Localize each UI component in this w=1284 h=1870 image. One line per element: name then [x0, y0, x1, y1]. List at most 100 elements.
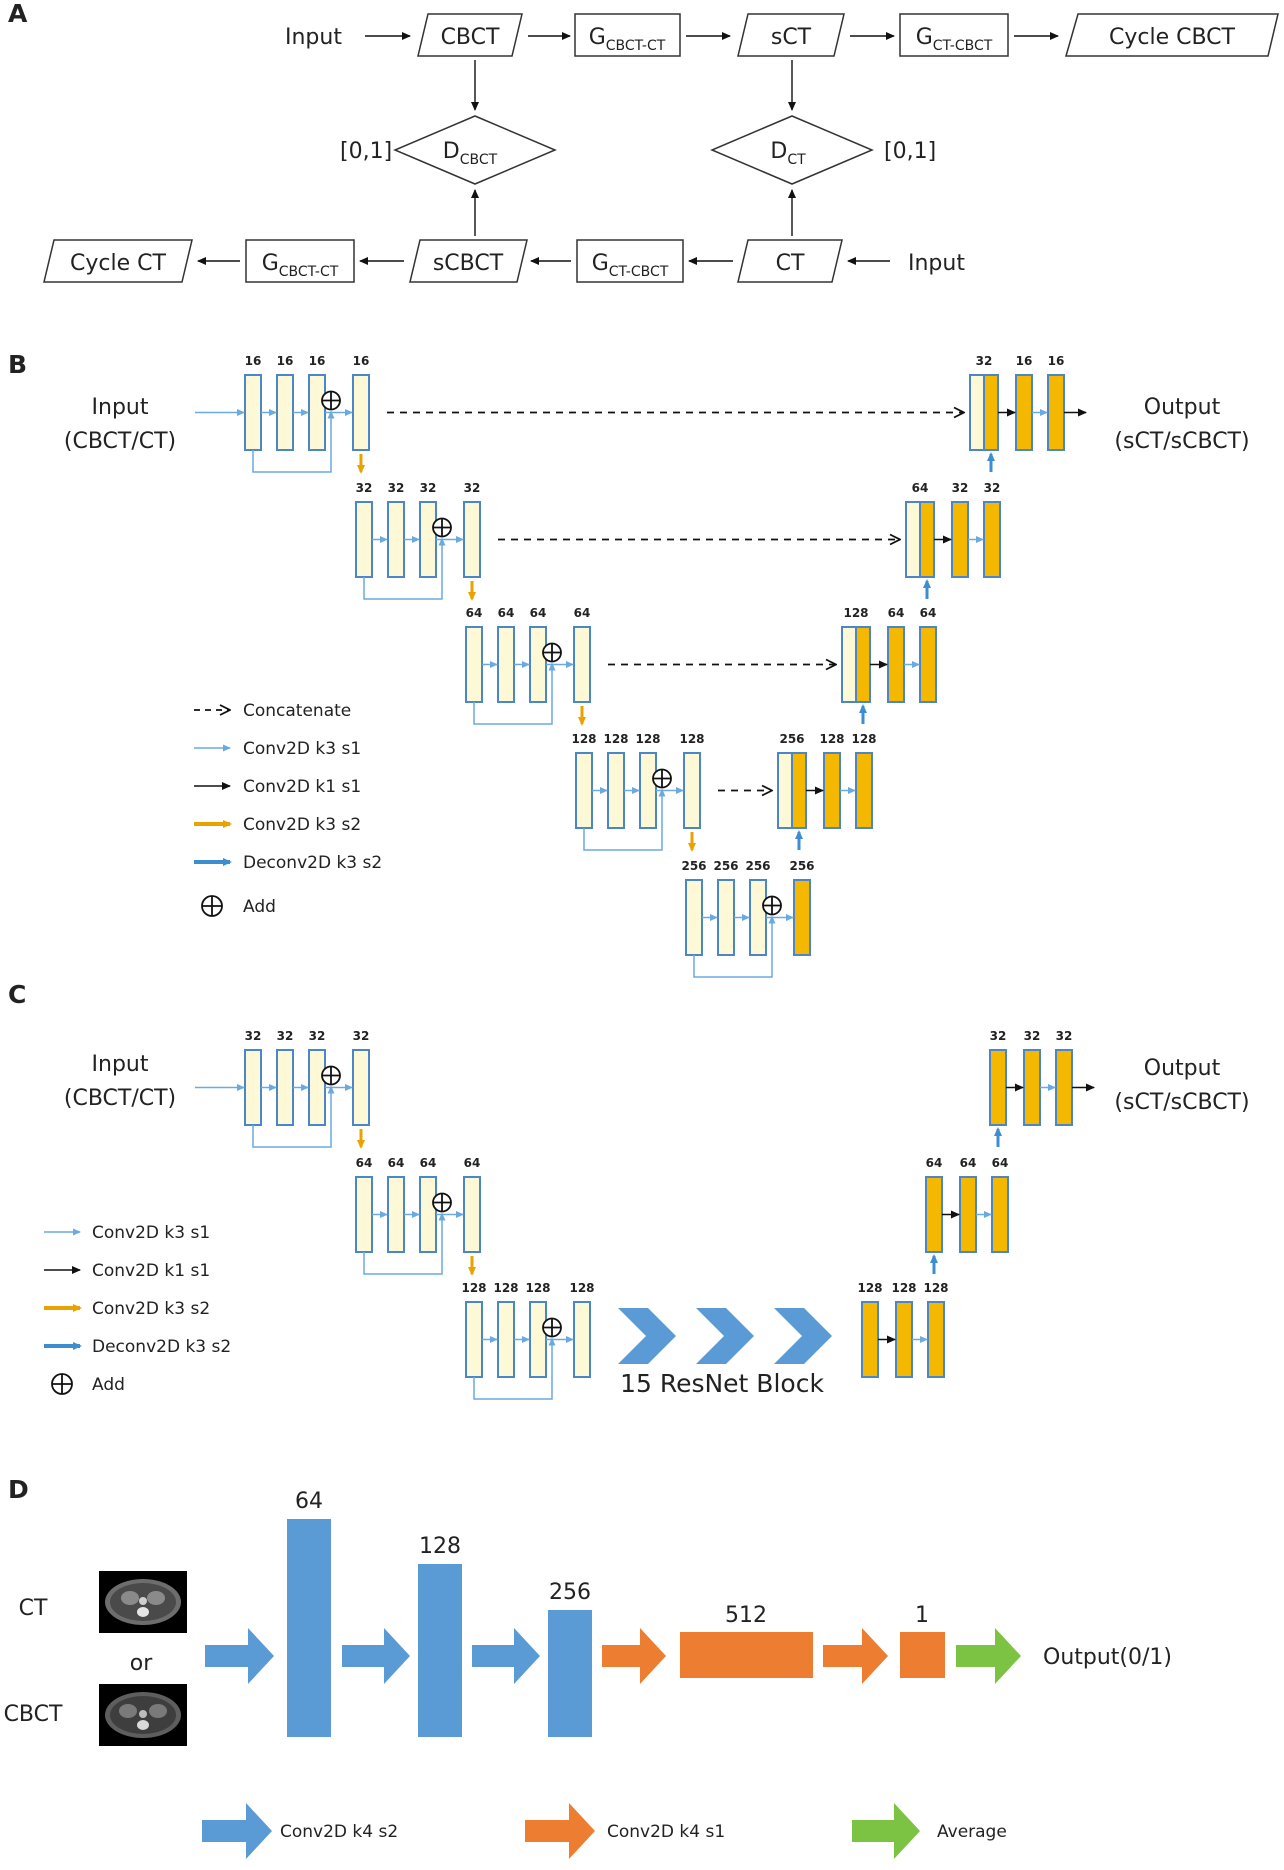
generator-ct-cbct-label-bottom: GCT-CBCT: [592, 251, 669, 280]
channel-count-label: 128: [525, 1281, 550, 1295]
encoder-block: [575, 752, 593, 829]
encoder-block: [573, 1301, 591, 1378]
panel-c-legend: Conv2D k3 s1 Conv2D k1 s1 Conv2D k3 s2 D…: [44, 1223, 231, 1395]
panel-c-input-label: Input: [92, 1052, 149, 1077]
decoder-block: [895, 1301, 913, 1378]
decoder-block: [791, 752, 807, 829]
conv-block-1-label: 1: [915, 1603, 929, 1628]
input-label-bottom: Input: [908, 251, 965, 276]
panel-c-output-sublabel: (sCT/sCBCT): [1114, 1090, 1249, 1115]
legend-add-label: Add: [92, 1375, 125, 1395]
channel-count-label: 256: [681, 859, 706, 873]
input-label-top: Input: [285, 25, 342, 50]
cycle-ct-node: [43, 239, 193, 283]
cycle-ct-label: Cycle CT: [70, 251, 166, 276]
encoder-block: [639, 752, 657, 829]
channel-count-label: 128: [603, 732, 628, 746]
legend-deconv-k3s2-label: Deconv2D k3 s2: [243, 853, 382, 873]
legend-conv-k3s1-label: Conv2D k3 s1: [243, 739, 361, 759]
encoder-block: [352, 374, 370, 451]
decoder-block: [925, 1176, 943, 1253]
discriminator-cbct: [393, 115, 557, 185]
residual-skip-line: [473, 662, 556, 725]
scbct-node: [409, 239, 528, 283]
encoder-block: [463, 1176, 481, 1253]
channel-count-label: 32: [984, 481, 1001, 495]
legend-concatenate-label: Concatenate: [243, 701, 351, 721]
discriminator-ct-range: [0,1]: [884, 139, 936, 164]
channel-count-label: 128: [819, 732, 844, 746]
channel-count-label: 64: [574, 606, 591, 620]
legend-deconv-k3s2-label: Deconv2D k3 s2: [92, 1337, 231, 1357]
discriminator-ct: [710, 115, 874, 185]
channel-count-label: 32: [420, 481, 437, 495]
channel-count-label: 64: [912, 481, 929, 495]
bottleneck-block: [793, 879, 811, 956]
discriminator-cbct-label: DCBCT: [443, 139, 498, 168]
panel-b-output-sublabel: (sCT/sCBCT): [1114, 429, 1249, 454]
channel-count-label: 16: [277, 354, 294, 368]
decoder-block: [951, 501, 969, 578]
residual-skip-line: [473, 1337, 556, 1400]
residual-skip-line: [693, 915, 776, 978]
conv-block-1: [900, 1632, 945, 1678]
add-icon: [542, 1317, 562, 1338]
encoder-block: [276, 1049, 294, 1126]
decoder-block: [861, 1301, 879, 1378]
channel-count-label: 64: [466, 606, 483, 620]
channel-count-label: 64: [388, 1156, 405, 1170]
encoder-block: [355, 501, 373, 578]
encoder-block: [355, 1176, 373, 1253]
channel-count-label: 32: [245, 1029, 262, 1043]
add-icon: [321, 390, 341, 411]
decoder-block: [1047, 374, 1065, 451]
decoder-block: [983, 374, 999, 451]
legend-average-icon: [852, 1803, 920, 1859]
legend-add-label: Add: [243, 897, 276, 917]
channel-count-label: 64: [960, 1156, 977, 1170]
channel-count-label: 64: [498, 606, 515, 620]
discriminator-ct-label: DCT: [770, 139, 806, 168]
decoder-block: [989, 1049, 1007, 1126]
add-icon: [321, 1065, 341, 1086]
or-label: or: [130, 1651, 153, 1676]
discriminator-cbct-range: [0,1]: [340, 139, 392, 164]
channel-count-label: 256: [789, 859, 814, 873]
add-icon: [542, 642, 562, 663]
decoder-block: [927, 1301, 945, 1378]
add-icon: [432, 1192, 452, 1213]
concat-skip-block: [841, 626, 857, 703]
channel-count-label: 64: [464, 1156, 481, 1170]
panel-b-output-label: Output: [1144, 395, 1221, 420]
panel-label-d: D: [8, 1475, 29, 1504]
conv-block-64-label: 64: [295, 1489, 323, 1514]
legend-conv-k1s1-label: Conv2D k1 s1: [243, 777, 361, 797]
channel-count-label: 128: [891, 1281, 916, 1295]
conv-block-128: [418, 1564, 462, 1737]
generator-cbct-ct-node-bottom: [245, 239, 355, 283]
legend-add-icon: [201, 895, 223, 917]
conv-block-256-label: 256: [549, 1580, 591, 1605]
encoder-block: [308, 1049, 326, 1126]
decoder-block: [1015, 374, 1033, 451]
legend-conv-k1s1-label: Conv2D k1 s1: [92, 1261, 210, 1281]
decoder-block: [1023, 1049, 1041, 1126]
channel-count-label: 256: [779, 732, 804, 746]
encoder-block: [465, 626, 483, 703]
channel-count-label: 16: [353, 354, 370, 368]
discriminator-output-label: Output(0/1): [1043, 1645, 1172, 1670]
legend-conv-k4s1-label: Conv2D k4 s1: [607, 1822, 725, 1842]
channel-count-label: 32: [464, 481, 481, 495]
channel-count-label: 128: [569, 1281, 594, 1295]
generator-cbct-ct-label-bottom: GCBCT-CT: [262, 251, 339, 280]
residual-skip-line: [252, 410, 335, 473]
